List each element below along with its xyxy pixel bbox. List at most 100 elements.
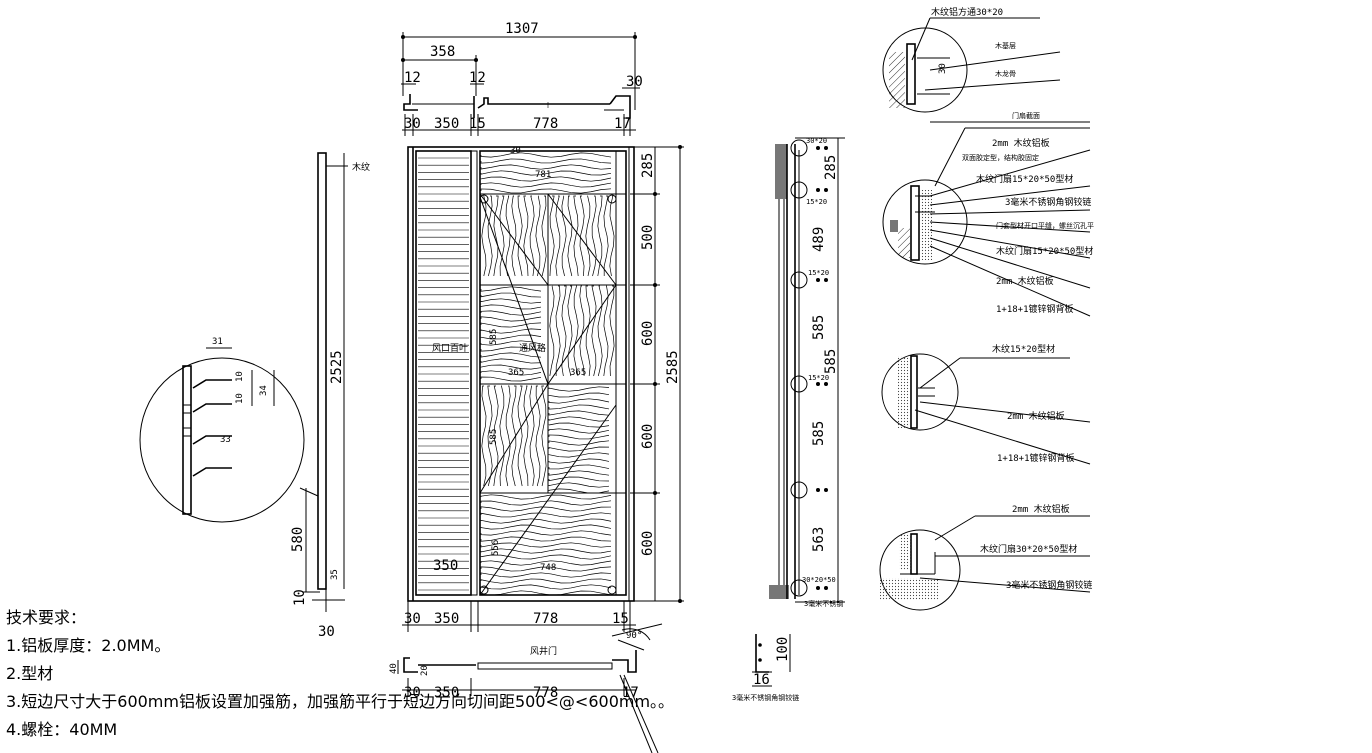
wood-grain-line <box>487 385 493 487</box>
wood-grain-line <box>548 386 610 392</box>
wood-grain-line <box>480 316 542 322</box>
wood-grain-line <box>505 385 511 487</box>
callout2-e: 门套型材开口平缝，螺丝沉孔平 <box>996 221 1094 230</box>
section-node <box>790 375 808 393</box>
dim-sect-585a: 585 <box>811 315 827 340</box>
wood-grain-line <box>597 195 603 277</box>
louver-detail-circle: 31 10 10 34 33 <box>139 337 305 523</box>
dim-row2-778: 778 <box>533 116 558 132</box>
section-node <box>790 481 808 499</box>
wood-grain-line <box>480 370 542 376</box>
wood-grain-line <box>493 385 499 487</box>
section-node <box>790 139 808 157</box>
dim-louver-10a: 10 <box>235 371 245 382</box>
wood-grain-line <box>480 298 542 304</box>
top-dimension-chain: 1307 358 12 12 30 <box>401 21 643 110</box>
dim-side-10: 10 <box>292 589 308 606</box>
dim-hinge-100: 100 <box>775 637 791 662</box>
sect-label-e: 30*20*50 <box>802 576 836 584</box>
section-node <box>790 181 808 199</box>
wood-grain-line <box>480 590 612 596</box>
wood-grain-line <box>548 410 610 416</box>
wood-grain-line <box>480 512 612 518</box>
wood-grain-line <box>609 285 615 377</box>
wood-grain-line <box>548 392 610 398</box>
section-node-dot <box>816 488 820 492</box>
dim-bot2-778: 778 <box>533 685 558 701</box>
callout4-a: 2mm 木纹铝板 <box>1012 503 1070 515</box>
wood-grain-line <box>480 352 542 358</box>
dim-bot-15: 15 <box>612 611 629 627</box>
wood-grain-line <box>480 158 612 164</box>
wood-grain-line <box>585 195 591 277</box>
wood-grain-line <box>555 285 561 377</box>
dim-right-600c: 600 <box>640 531 656 556</box>
wood-grain-line <box>549 285 555 377</box>
louver-slat-profile <box>192 379 232 389</box>
wood-grain-line <box>548 476 610 482</box>
wood-grain-line <box>480 542 612 548</box>
wood-grain-line <box>548 488 610 494</box>
wood-grain-line <box>523 385 529 487</box>
sect-label-c: 15*20 <box>808 269 829 277</box>
wood-grain-line <box>535 195 541 277</box>
dim-right-total: 2585 <box>665 350 681 384</box>
dim-row2-15: 15 <box>469 116 486 132</box>
dim-top-overall: 1307 <box>505 21 539 37</box>
dim-row2-30: 30 <box>404 116 421 132</box>
wood-grain-line <box>548 464 610 470</box>
vertical-section: 285 489 585 585 585 563 30*20 15*20 15*2… <box>769 137 845 608</box>
callout-detail-2: 门扇截面 2mm 木纹铝板 双面胶定型，结构胶固定 木纹门扇15*20*50型材… <box>882 111 1094 317</box>
wood-grain-line <box>480 506 612 512</box>
callout-detail-3: 木纹15*20型材 2mm 木纹铝板 1+18+1镀锌钢背板 <box>881 343 1091 465</box>
wood-grain-line <box>480 572 612 578</box>
wood-grain-line <box>548 422 610 428</box>
wood-grain-line <box>535 385 541 487</box>
door-bottom-plan: 90° 风井门 40 20 30 350 778 17 <box>389 623 663 753</box>
wood-grain-line <box>603 285 609 377</box>
wood-grain-line <box>480 310 542 316</box>
label-vent-door: 风井门 <box>530 645 557 657</box>
dim-bot2-350: 350 <box>434 685 459 701</box>
dim-right-285: 285 <box>640 153 656 178</box>
section-node-dot <box>816 188 820 192</box>
wood-grain-line <box>561 285 567 377</box>
section-node-dot <box>824 586 828 590</box>
wood-grain-line <box>480 584 612 590</box>
bottom-dimension-chain: 30 350 778 15 <box>402 601 636 632</box>
callout2-title: 门扇截面 <box>1012 111 1040 120</box>
dim-panel-585b: 585 <box>489 429 499 445</box>
dim-louver-33: 33 <box>220 435 231 445</box>
wood-grain-line <box>579 195 585 277</box>
dim-bot-778: 778 <box>533 611 558 627</box>
dim-right-600b: 600 <box>640 424 656 449</box>
wood-grain-line <box>548 452 610 458</box>
notes-title: 技术要求： <box>6 608 87 627</box>
dim-louver-10b: 10 <box>235 393 245 404</box>
wood-grain-line <box>480 334 542 340</box>
wood-grain-line <box>585 285 591 377</box>
wood-grain-line <box>480 346 542 352</box>
label-louver-b: 通风格 <box>519 342 546 354</box>
wood-grain-line <box>548 428 610 434</box>
wood-grain-line <box>548 416 610 422</box>
dim-bot-40: 40 <box>389 663 399 674</box>
door-top-plan-profile <box>403 94 631 119</box>
dim-sect-585b: 585 <box>823 349 839 374</box>
wood-grain-line <box>480 304 542 310</box>
notes-item-3: 3.短边尺寸大于600mm铝板设置加强筋，加强筋平行于短边方向切间距500<@<… <box>6 692 675 711</box>
wood-grain-line <box>541 195 547 277</box>
hinge-detail: 100 16 3毫米不锈钢角钢铰链 <box>732 634 799 702</box>
dim-panel-365b: 365 <box>570 368 586 378</box>
right-dimension-chain: 285 500 600 600 600 2585 <box>630 145 684 603</box>
wood-grain-line <box>517 385 523 487</box>
dim-angle: 90° <box>626 631 642 641</box>
dim-louver-31: 31 <box>212 337 223 347</box>
wood-grain-line <box>541 385 547 487</box>
dim-panel-365a: 365 <box>508 368 524 378</box>
dim-hinge-16: 16 <box>753 672 770 688</box>
wood-grain-line <box>480 292 542 298</box>
wood-grain-line <box>480 164 612 170</box>
sect-label-f: 3毫米不锈钢 <box>804 599 843 608</box>
louver-slat-profile <box>192 403 232 413</box>
